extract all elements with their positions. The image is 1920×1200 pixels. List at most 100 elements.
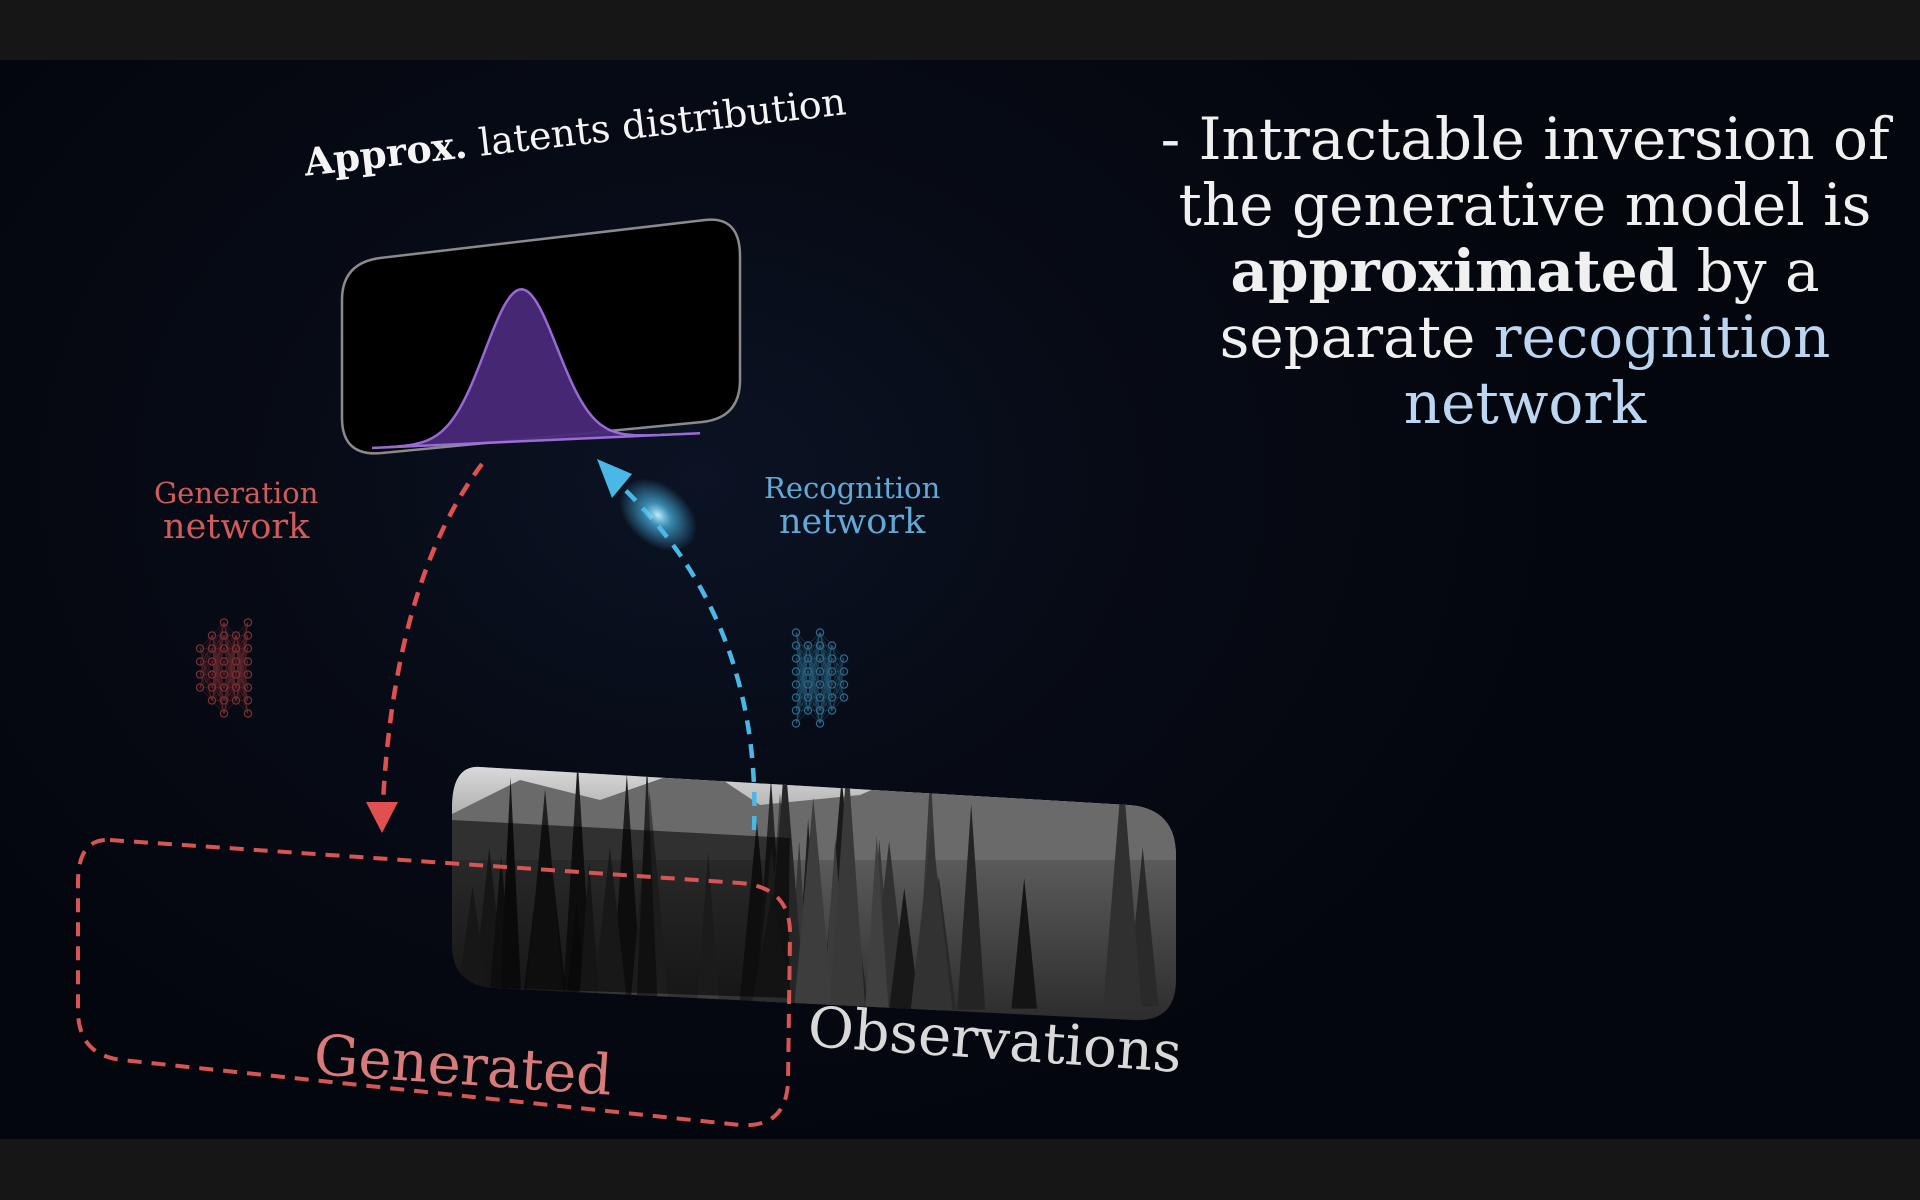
network-node	[219, 657, 229, 666]
network-edge	[807, 645, 821, 672]
network-edge	[819, 671, 833, 711]
pine-tree	[910, 825, 953, 1011]
network-edge	[223, 648, 237, 701]
network-edge	[211, 622, 225, 662]
network-node	[839, 654, 849, 663]
network-edge	[211, 687, 225, 701]
pine-tree	[864, 835, 889, 1012]
network-edge	[831, 645, 845, 698]
network-edge	[199, 648, 213, 688]
network-edge	[235, 622, 249, 649]
network-edge	[211, 622, 225, 701]
network-edge	[831, 658, 845, 685]
network-edge	[199, 648, 213, 662]
network-edge	[807, 645, 821, 659]
network-edge	[199, 661, 213, 701]
network-edge	[211, 648, 225, 688]
network-edge	[819, 645, 833, 685]
network-edge	[199, 648, 213, 701]
network-edge	[819, 645, 833, 698]
network-edge	[223, 648, 237, 675]
network-edge	[235, 700, 249, 714]
network-edge	[795, 684, 809, 698]
network-edge	[819, 632, 833, 659]
network-node	[231, 670, 241, 679]
network-edge	[807, 684, 821, 698]
network-edge	[211, 635, 225, 675]
network-edge	[819, 658, 833, 685]
network-edge	[819, 645, 833, 685]
network-edge	[807, 684, 821, 711]
network-edge	[223, 622, 237, 662]
network-edge	[819, 658, 833, 711]
network-edge	[807, 671, 821, 685]
network-edge	[211, 661, 225, 688]
pine-tree	[888, 888, 920, 1012]
network-edge	[831, 671, 845, 698]
network-node	[827, 693, 837, 702]
network-edge	[223, 674, 237, 701]
network-edge	[807, 671, 821, 711]
network-edge	[211, 635, 225, 714]
network-edge	[795, 632, 809, 646]
network-edge	[819, 632, 833, 711]
network-edge	[807, 658, 821, 685]
explanation-line-3-rest: by a	[1678, 237, 1820, 305]
network-edge	[795, 658, 809, 685]
network-edge	[795, 645, 809, 685]
recognition-network-line1: Recognition	[764, 471, 941, 505]
neural-network-icon	[195, 618, 253, 718]
network-edge	[199, 635, 213, 662]
network-edge	[235, 687, 249, 701]
network-edge	[235, 661, 249, 701]
network-edge	[807, 632, 821, 685]
network-edge	[819, 684, 833, 724]
network-edge	[819, 671, 833, 711]
network-edge	[807, 632, 821, 672]
network-edge	[211, 661, 225, 688]
network-edge	[199, 635, 213, 688]
network-edge	[807, 671, 821, 724]
network-edge	[831, 684, 845, 698]
network-edge	[831, 658, 845, 672]
latents-box	[340, 218, 742, 455]
network-edge	[211, 635, 225, 701]
network-edge	[831, 658, 845, 711]
network-edge	[795, 632, 809, 672]
network-edge	[807, 697, 821, 711]
network-edge	[235, 648, 249, 688]
network-node	[207, 644, 217, 653]
network-edge	[235, 622, 249, 636]
network-edge	[795, 658, 809, 698]
network-node	[815, 628, 825, 637]
network-edge	[223, 661, 237, 701]
network-edge	[235, 687, 249, 701]
network-edge	[819, 632, 833, 646]
network-edge	[819, 632, 833, 672]
network-edge	[235, 661, 249, 688]
network-edge	[223, 622, 237, 649]
network-node	[803, 667, 813, 676]
network-edge	[235, 648, 249, 688]
network-node	[803, 680, 813, 689]
pine-tree	[1103, 767, 1142, 1007]
network-edge	[211, 661, 225, 714]
network-node	[791, 667, 801, 676]
network-node	[243, 670, 253, 679]
network-node	[803, 654, 813, 663]
network-node	[195, 670, 205, 679]
recognition-arrow	[597, 459, 757, 831]
network-node	[243, 618, 253, 627]
network-edge	[807, 671, 821, 698]
network-edge	[795, 658, 809, 672]
network-edge	[211, 635, 225, 662]
network-node	[195, 657, 205, 666]
network-edge	[795, 684, 809, 711]
network-edge	[819, 658, 833, 672]
network-edge	[235, 661, 249, 714]
network-edge	[819, 645, 833, 659]
network-edge	[235, 674, 249, 688]
network-node	[815, 719, 825, 728]
network-edge	[795, 632, 809, 698]
generation-network-line1: Generation	[154, 476, 319, 510]
